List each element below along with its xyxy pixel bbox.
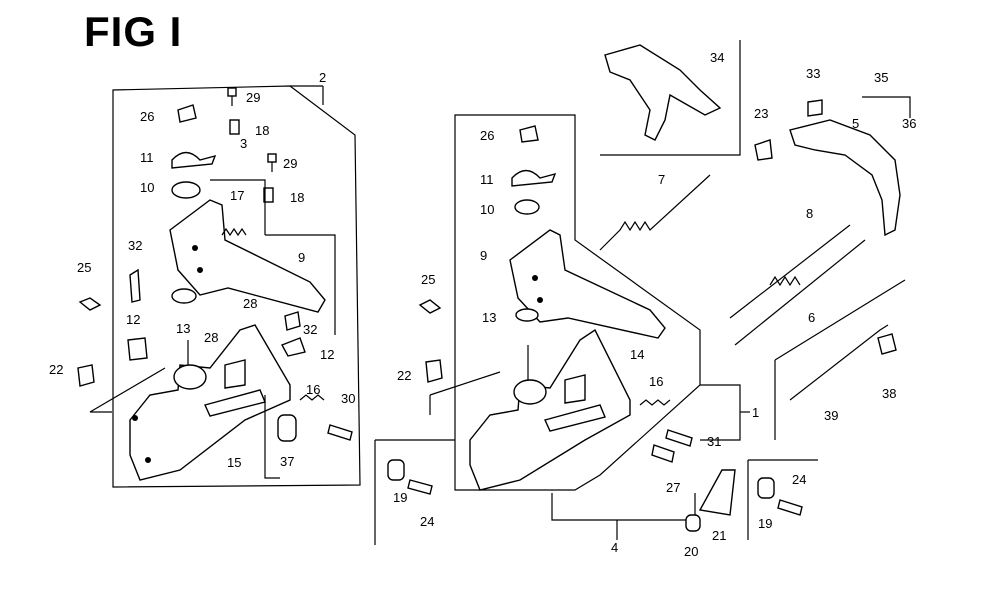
callout-14: 14: [630, 347, 644, 362]
callout-31: 31: [707, 434, 721, 449]
callout-13: 13: [482, 310, 496, 325]
callout-35: 35: [874, 70, 888, 85]
callout-39: 39: [824, 408, 838, 423]
callout-13: 13: [176, 321, 190, 336]
callout-16: 16: [649, 374, 663, 389]
callout-24: 24: [420, 514, 434, 529]
callout-25: 25: [421, 272, 435, 287]
callout-21: 21: [712, 528, 726, 543]
callout-1: 1: [752, 405, 759, 420]
callout-26: 26: [140, 109, 154, 124]
callout-11: 11: [140, 150, 154, 165]
callout-16: 16: [306, 382, 320, 397]
callout-38: 38: [882, 386, 896, 401]
callout-19: 19: [758, 516, 772, 531]
center-assembly-group: [418, 114, 750, 540]
callout-34: 34: [710, 50, 724, 65]
callout-18: 18: [255, 123, 269, 138]
callout-9: 9: [298, 250, 305, 265]
callout-6: 6: [808, 310, 815, 325]
callout-9: 9: [480, 248, 487, 263]
callout-33: 33: [806, 66, 820, 81]
callout-19: 19: [393, 490, 407, 505]
callout-29: 29: [246, 90, 260, 105]
callout-4: 4: [611, 540, 618, 555]
callout-36: 36: [902, 116, 916, 131]
callout-8: 8: [806, 206, 813, 221]
callout-32: 32: [303, 322, 317, 337]
callout-30: 30: [341, 391, 355, 406]
bolt-29-top: [227, 87, 237, 106]
base-plate-2: [469, 328, 631, 491]
callout-5: 5: [852, 116, 859, 131]
left-assembly-group: [77, 85, 361, 488]
callout-7: 7: [658, 172, 665, 187]
figure-title: FIG I: [84, 8, 183, 55]
callout-3: 3: [240, 136, 247, 151]
bolt-29-mid: [267, 153, 277, 172]
callout-32: 32: [128, 238, 142, 253]
callout-2: 2: [319, 70, 326, 85]
callout-10: 10: [480, 202, 494, 217]
callout-12: 12: [126, 312, 140, 327]
callout-26: 26: [480, 128, 494, 143]
callout-labels: 2 29 26 18 3 11 29 10 17 18 32 9 25 28 1…: [49, 50, 916, 559]
callout-12: 12: [320, 347, 334, 362]
callout-10: 10: [140, 180, 154, 195]
callout-11: 11: [480, 172, 494, 187]
lever-5: [789, 119, 901, 237]
callout-20: 20: [684, 544, 698, 559]
callout-25: 25: [77, 260, 91, 275]
callout-24: 24: [792, 472, 806, 487]
callout-22: 22: [49, 362, 63, 377]
callout-17: 17: [230, 188, 244, 203]
callout-22: 22: [397, 368, 411, 383]
callout-37: 37: [280, 454, 294, 469]
callout-15: 15: [227, 455, 241, 470]
callout-28: 28: [204, 330, 218, 345]
control-lever-arm-2: [509, 229, 666, 339]
callout-28: 28: [243, 296, 257, 311]
callout-18: 18: [290, 190, 304, 205]
control-lever-arm: [169, 199, 326, 313]
base-plate: [129, 324, 291, 481]
callout-29: 29: [283, 156, 297, 171]
callout-27: 27: [666, 480, 680, 495]
callout-23: 23: [754, 106, 768, 121]
bracket-34: [604, 44, 722, 141]
